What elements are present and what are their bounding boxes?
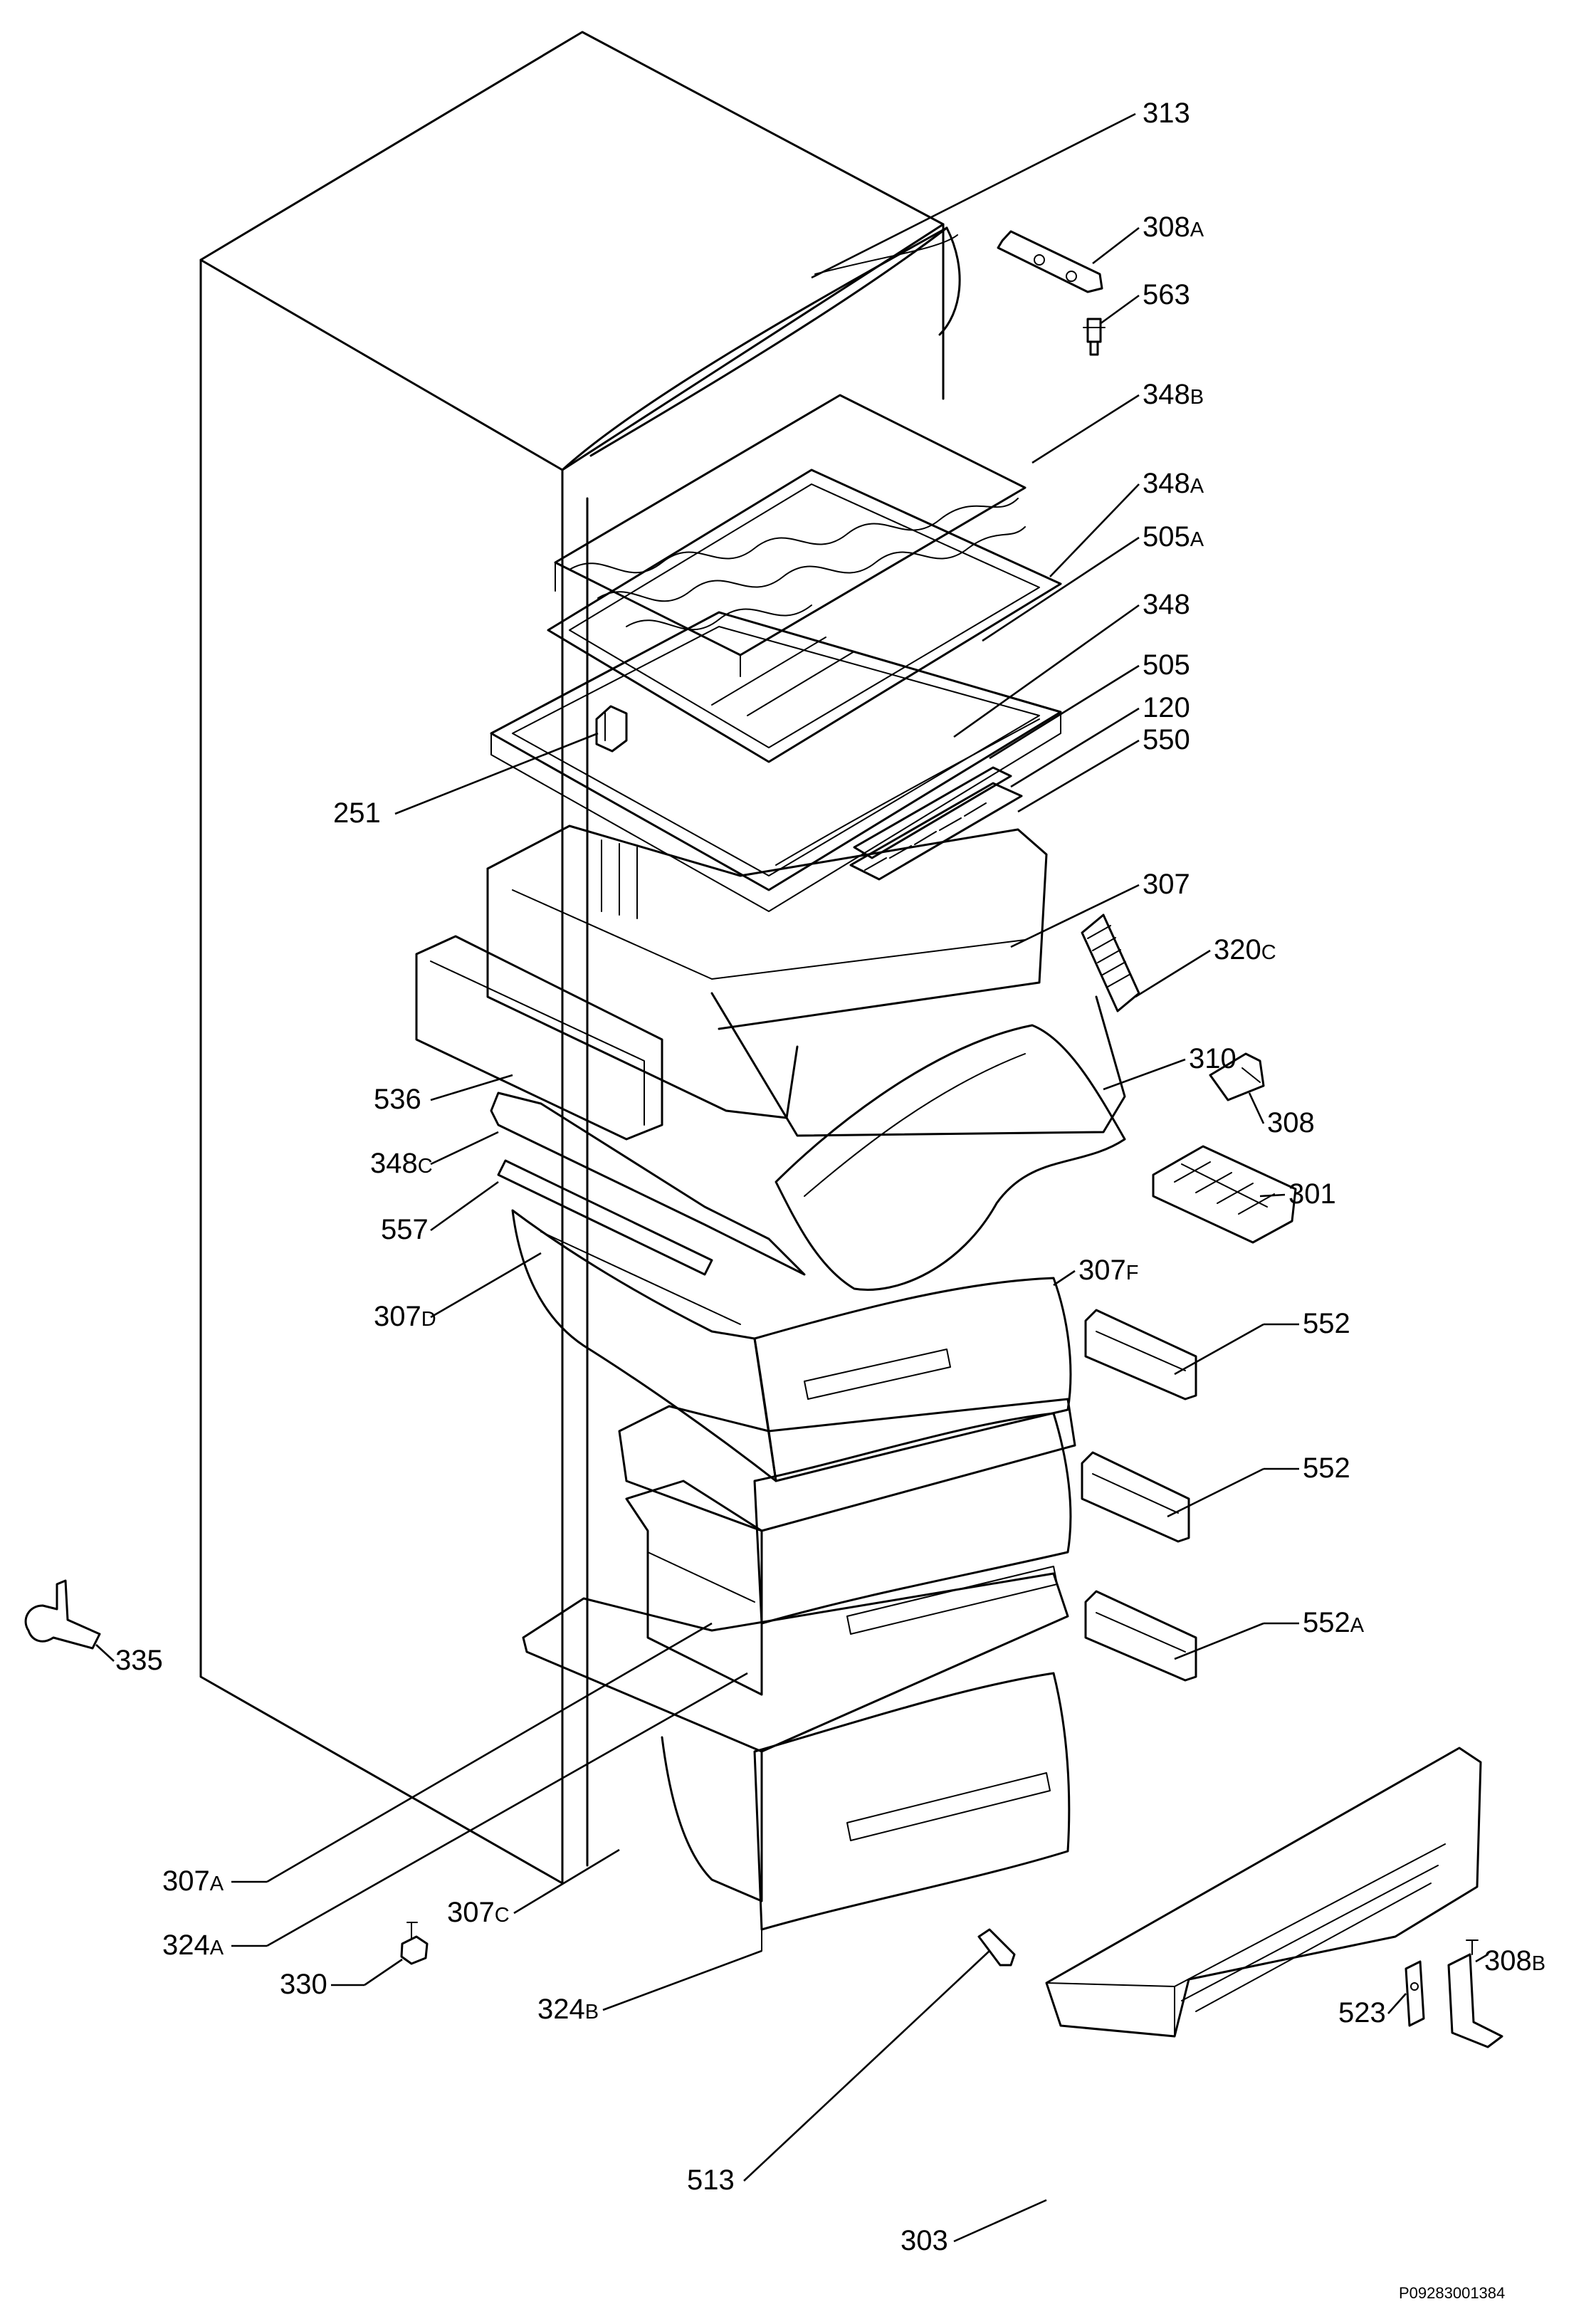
callout-120: 120 [1143,692,1190,723]
callout-301: 301 [1288,1178,1336,1210]
callout-550: 550 [1143,724,1190,755]
callout-348a: 348A [1143,468,1204,499]
rail-557 [497,1159,713,1276]
callout-552a: 552A [1303,1607,1365,1638]
callout-307c: 307C [447,1897,510,1928]
tray-324a [625,1480,763,1696]
drawer-front-307f [753,1277,1072,1482]
cabinet-body [199,31,958,1885]
shelf-support-348c [490,1091,806,1276]
callout-308b: 308B [1484,1945,1545,1977]
callout-552-lower: 552 [1303,1452,1350,1484]
callout-308: 308 [1267,1107,1315,1138]
top-cover-313 [561,226,961,471]
callout-labels: 313 308A 563 348B 348A 505A 348 505 120 … [115,98,1545,2302]
callout-348b: 348B [1143,379,1204,410]
clip-513 [977,1928,1016,1967]
callout-324b: 324B [537,1994,599,2025]
callout-307a: 307A [162,1865,224,1897]
drawer-307d [511,1209,777,1482]
wine-rack-348b [554,394,1027,677]
plinth-303 [1045,1747,1482,2038]
ice-tray-301 [1152,1145,1297,1244]
callout-313: 313 [1143,98,1190,129]
callout-523: 523 [1338,1997,1386,2028]
callout-310: 310 [1189,1043,1237,1074]
bracket-523 [1405,1960,1425,2027]
leader-lines [95,112,1489,2243]
callout-324a: 324A [162,1930,224,1961]
callout-307d: 307D [374,1301,436,1332]
hinge-308 [1209,1052,1265,1101]
callout-335: 335 [115,1645,163,1676]
shelf-348 [490,611,1062,912]
callout-303: 303 [901,2225,948,2256]
slide-rail-552a [1084,1590,1197,1682]
vent-grille-320c [1081,913,1140,1012]
control-strip-120 [849,782,1023,881]
callout-348: 348 [1143,589,1190,620]
flap-panel-536 [415,935,663,1141]
callout-513: 513 [687,2164,735,2196]
trim-panel-310 [775,1024,1126,1291]
callout-348c: 348C [370,1148,433,1179]
slide-rail-552-upper [1084,1309,1197,1401]
callout-251: 251 [333,797,381,829]
reference-code: P09283001384 [1399,2284,1505,2302]
drawer-307a [618,1398,1076,1635]
callout-563: 563 [1143,279,1190,310]
glass-shelf-348a [547,468,1062,763]
freezer-compartment-307 [486,824,1126,1137]
drawer-307c [522,1572,1071,1931]
hinge-bracket-335 [24,1579,101,1650]
callout-307: 307 [1143,869,1190,900]
hinge-308b [1447,1939,1503,2048]
leveling-foot-330 [400,1922,429,1965]
callout-307f: 307F [1078,1255,1138,1286]
callout-536: 536 [374,1084,421,1115]
callout-330: 330 [280,1969,327,2000]
callout-505a: 505A [1143,521,1204,553]
callout-308a: 308A [1143,211,1204,243]
parts-drawing [24,31,1503,2048]
callout-320c: 320C [1214,934,1276,965]
callout-552-upper: 552 [1303,1308,1350,1339]
hinge-bar-308a [997,230,1103,293]
slide-rail-552-lower [1081,1451,1190,1543]
pin-563 [1083,318,1106,356]
bracket-251 [595,705,628,753]
callout-505: 505 [1143,649,1190,681]
callout-557: 557 [381,1214,429,1245]
